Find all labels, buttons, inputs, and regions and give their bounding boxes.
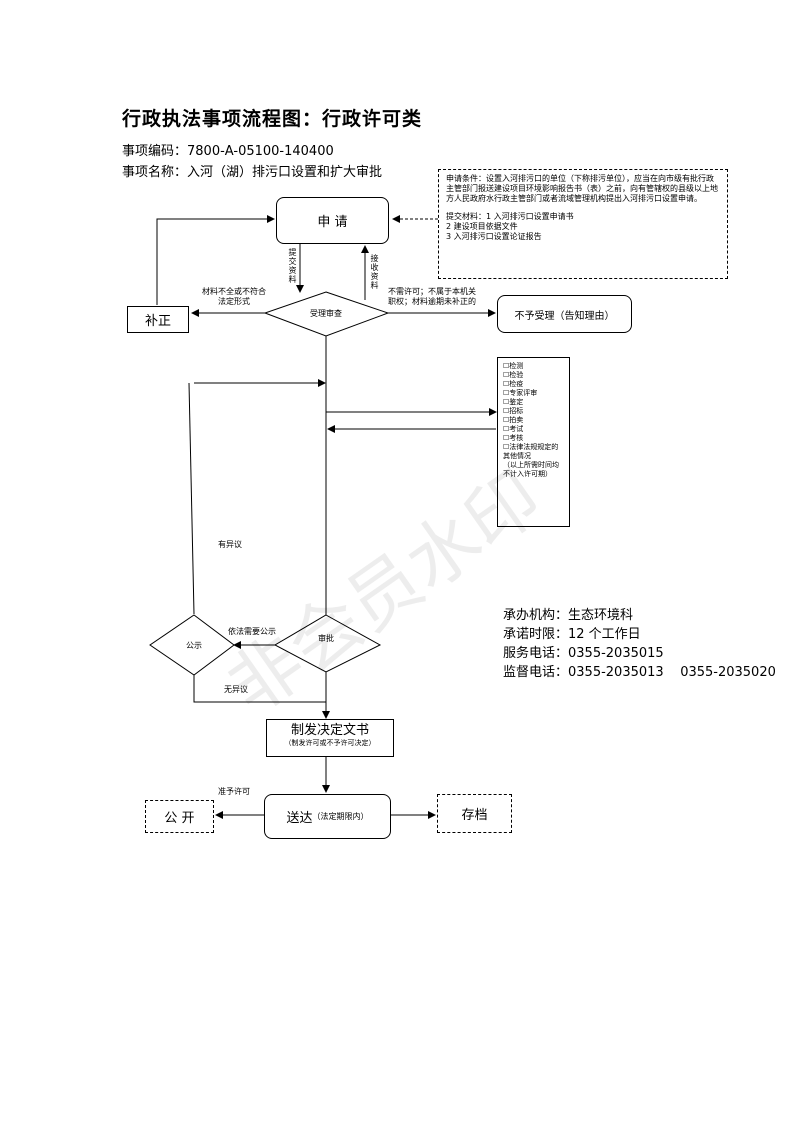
check-item: ☐法律法规规定的其他情况 — [503, 443, 559, 460]
check-item: ☐检疫 — [503, 380, 524, 388]
deliver-label: 送达 — [286, 811, 313, 826]
decision-sub-label: （制发许可或不予许可决定） — [284, 739, 376, 747]
reject-box: 不予受理（告知理由） — [497, 295, 632, 333]
materials-title: 提交材料：1 入河排污口设置申请书 — [446, 212, 574, 221]
application-conditions-note: 申请条件：设置入河排污口的单位（下称排污单位），应当在向市级有批行政主管部门报送… — [438, 169, 728, 279]
submit-label: 提交资料 — [288, 248, 297, 284]
grant-label: 准予许可 — [218, 787, 250, 796]
reject-condition-1: 不需许可；不属于本机关 — [388, 287, 476, 296]
special-procedures-box: ☐检测 ☐检验 ☐检疫 ☐专家评审 ☐鉴定 ☐招标 ☐拍卖 ☐考试 ☐考核 ☐法… — [497, 357, 570, 527]
publicize-diamond — [149, 614, 235, 676]
supplement-condition-2: 法定形式 — [218, 297, 250, 306]
publish-label: 公 开 — [164, 811, 195, 826]
check-item: ☐考核 — [503, 434, 524, 442]
deliver-sub-label: （法定期限内） — [312, 812, 369, 821]
check-item: ☐考试 — [503, 425, 524, 433]
check-item: ☐拍卖 — [503, 416, 524, 424]
check-item: ☐鉴定 — [503, 398, 524, 406]
objection-label: 有异议 — [218, 540, 242, 549]
publicize-condition: 依法需要公示 — [228, 627, 276, 636]
item-name: 事项名称：入河（湖）排污口设置和扩大审批 — [122, 165, 383, 180]
page-title: 行政执法事项流程图：行政许可类 — [122, 108, 423, 130]
no-objection-label: 无异议 — [224, 685, 248, 694]
apply-label: 申 请 — [317, 215, 348, 230]
review-label: 受理审查 — [310, 309, 342, 318]
supplement-box: 补正 — [127, 306, 189, 333]
supplement-label: 补正 — [144, 314, 171, 329]
deliver-box: 送达 （法定期限内） — [264, 794, 391, 839]
publish-box: 公 开 — [145, 800, 214, 833]
apply-box: 申 请 — [276, 197, 389, 244]
publicize-label: 公示 — [186, 641, 202, 650]
archive-label: 存档 — [461, 808, 488, 823]
time-limit-info: 承诺时限：12 个工作日 — [503, 627, 641, 642]
check-item: ☐专家评审 — [503, 389, 538, 397]
supervise-phone-info: 监督电话：0355-2035013 0355-2035020 — [503, 665, 776, 680]
objection-line — [188, 382, 195, 615]
check-item: ☐检测 — [503, 362, 524, 370]
approve-label: 审批 — [318, 634, 334, 643]
no-objection-line — [193, 673, 326, 703]
agency-info: 承办机构：生态环境科 — [503, 608, 634, 623]
conditions-text: 申请条件：设置入河排污口的单位（下称排污单位），应当在向市级有批行政主管部门报送… — [446, 174, 718, 203]
supplement-loop — [156, 215, 275, 305]
item-code: 事项编码：7800-A-05100-140400 — [122, 144, 334, 159]
receive-label: 接收资料 — [370, 254, 379, 290]
material-3: 3 入河排污口设置论证报告 — [446, 232, 542, 241]
approve-diamond — [273, 614, 382, 673]
check-note: （以上所需时间均不计入许可期） — [503, 461, 559, 478]
reject-label: 不予受理（告知理由） — [514, 310, 615, 322]
check-item: ☐招标 — [503, 407, 524, 415]
check-item: ☐检验 — [503, 371, 524, 379]
supplement-condition-1: 材料不全或不符合 — [202, 287, 266, 296]
review-diamond — [263, 291, 390, 337]
decision-label: 制发决定文书 — [290, 723, 369, 738]
archive-box: 存档 — [437, 794, 512, 833]
service-phone-info: 服务电话：0355-2035015 — [503, 646, 664, 661]
reject-condition-2: 职权；材料逾期未补正的 — [388, 297, 476, 306]
material-2: 2 建设项目依据文件 — [446, 222, 518, 231]
decision-box: 制发决定文书 （制发许可或不予许可决定） — [266, 719, 394, 757]
